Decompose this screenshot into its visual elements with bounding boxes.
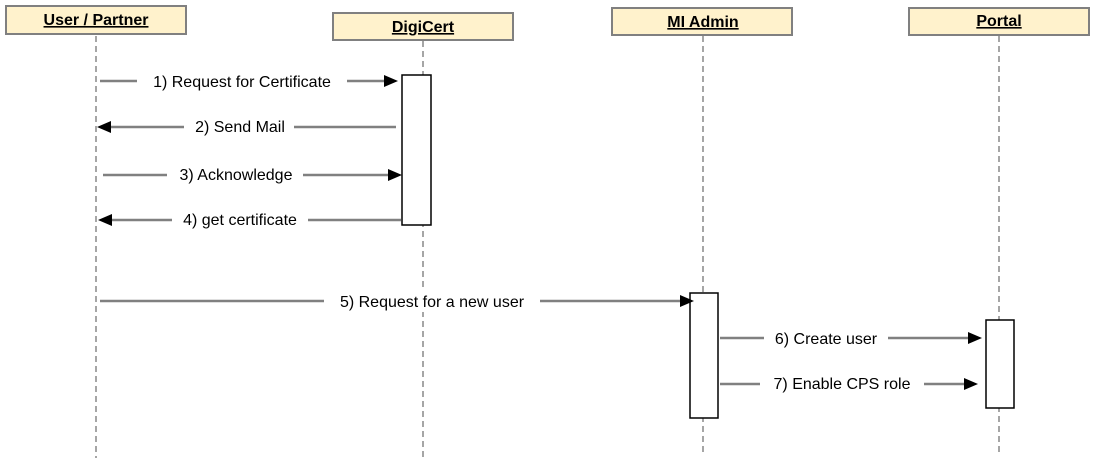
activation-digicert <box>401 74 432 226</box>
actor-label: DigiCert <box>392 19 455 36</box>
message-3: 3) Acknowledge <box>103 164 402 186</box>
message-5: 5) Request for a new user <box>100 290 694 312</box>
message-4: 4) get certificate <box>98 209 401 231</box>
arrowhead-left <box>98 214 112 226</box>
arrowhead-left <box>97 121 111 133</box>
arrowhead-right <box>964 378 978 390</box>
actor-label: MI Admin <box>667 14 738 31</box>
message-label: 4) get certificate <box>183 212 297 229</box>
activation-mi-admin <box>689 292 719 419</box>
actor-digicert: DigiCert <box>332 12 514 41</box>
activation-portal <box>985 319 1015 409</box>
arrowhead-right <box>968 332 982 344</box>
message-7: 7) Enable CPS role <box>720 373 978 395</box>
actor-label: Portal <box>976 13 1021 30</box>
actor-user-partner: User / Partner <box>5 5 187 35</box>
actor-mi-admin: MI Admin <box>611 7 793 36</box>
message-label: 2) Send Mail <box>195 119 285 136</box>
message-label: 5) Request for a new user <box>340 294 525 311</box>
arrowhead-right <box>680 295 694 307</box>
message-label: 3) Acknowledge <box>180 167 293 184</box>
arrowhead-right <box>388 169 402 181</box>
message-label: 6) Create user <box>775 331 878 348</box>
message-label: 7) Enable CPS role <box>774 376 911 393</box>
actor-label: User / Partner <box>44 12 149 29</box>
message-1: 1) Request for Certificate <box>100 70 398 92</box>
message-2: 2) Send Mail <box>97 116 396 138</box>
message-6: 6) Create user <box>720 327 982 349</box>
arrowhead-right <box>384 75 398 87</box>
message-label: 1) Request for Certificate <box>153 74 331 91</box>
actor-portal: Portal <box>908 7 1090 36</box>
